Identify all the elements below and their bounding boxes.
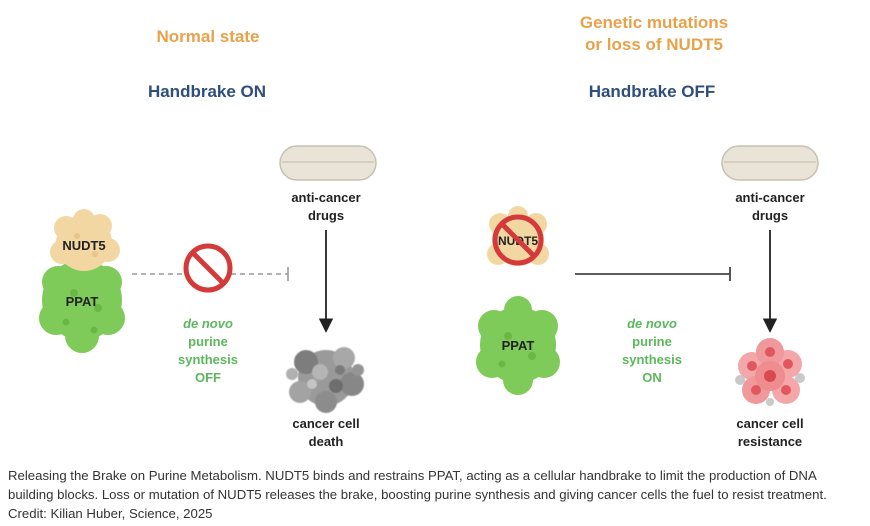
figure-caption: Releasing the Brake on Purine Metabolism…	[8, 468, 827, 521]
ppat-label: PPAT	[66, 294, 99, 309]
left-panel: Normal state Handbrake ON	[39, 27, 377, 449]
left-outcome-label-2: death	[309, 434, 344, 449]
pill-icon	[279, 145, 377, 181]
pill-icon	[721, 145, 819, 181]
right-synthesis-line-3: synthesis	[622, 352, 682, 367]
dashed-inhibition-line	[132, 267, 289, 281]
resistant-cell-cluster-icon	[735, 338, 805, 406]
left-state-title: Normal state	[157, 27, 260, 46]
right-state-title-line-1: Genetic mutations	[580, 13, 728, 32]
left-handbrake-label: Handbrake ON	[148, 82, 266, 101]
right-synthesis-line-2: purine	[632, 334, 672, 349]
right-synthesis-line-4: ON	[642, 370, 662, 385]
left-outcome-label-1: cancer cell	[292, 416, 359, 431]
nudt5-protein-icon	[50, 209, 120, 271]
prohibition-sign-icon	[492, 214, 544, 266]
diagram: Normal state Handbrake ON	[39, 13, 819, 449]
left-synthesis-line-3: synthesis	[178, 352, 238, 367]
right-synthesis-line-1: de novo	[627, 316, 677, 331]
left-synthesis-line-4: OFF	[195, 370, 221, 385]
prohibition-sign-icon	[183, 243, 233, 293]
right-drug-label-1: anti-cancer	[735, 190, 804, 205]
left-synthesis-line-2: purine	[188, 334, 228, 349]
right-state-title-line-2: or loss of NUDT5	[585, 35, 723, 54]
right-ppat-label: PPAT	[502, 338, 535, 353]
right-synthesis-label: de novo purine synthesis ON	[622, 316, 682, 385]
right-panel: Genetic mutations or loss of NUDT5 Handb…	[476, 13, 819, 449]
right-handbrake-label: Handbrake OFF	[589, 82, 716, 101]
solid-inhibition-line	[575, 267, 731, 281]
right-outcome-label-1: cancer cell	[736, 416, 803, 431]
left-drug-label-1: anti-cancer	[291, 190, 360, 205]
ppat-protein-icon	[476, 296, 560, 395]
left-synthesis-line-1: de novo	[183, 316, 233, 331]
right-outcome-label-2: resistance	[738, 434, 802, 449]
left-drug-label-2: drugs	[308, 208, 344, 223]
ppat-protein-icon	[39, 260, 125, 353]
right-drug-label-2: drugs	[752, 208, 788, 223]
dead-cell-cluster-icon	[286, 347, 364, 413]
nudt5-ppat-complex: NUDT5 PPAT	[39, 209, 125, 353]
left-synthesis-label: de novo purine synthesis OFF	[178, 316, 238, 385]
nudt5-label: NUDT5	[62, 238, 105, 253]
